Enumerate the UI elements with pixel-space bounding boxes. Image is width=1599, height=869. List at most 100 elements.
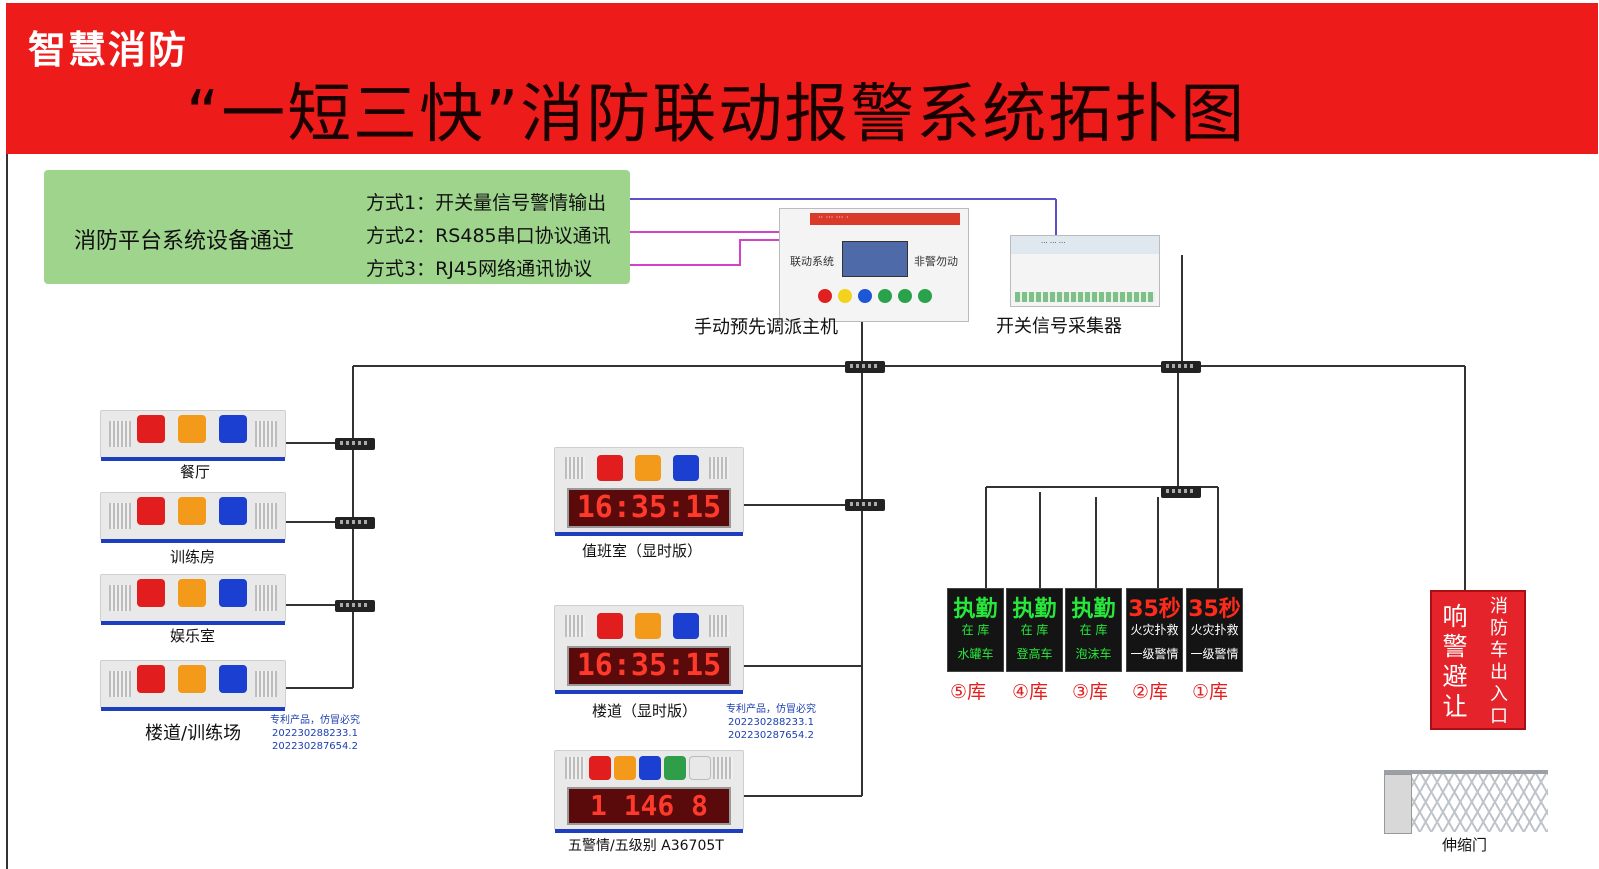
device-base (101, 707, 285, 711)
frame-border (6, 154, 8, 869)
led-big-text: 执勤 (953, 597, 998, 622)
network-switch-icon (845, 361, 885, 373)
room-label: 训练房 (170, 548, 216, 566)
device-base (555, 532, 743, 536)
network-switch-icon (1161, 361, 1201, 373)
green-button (878, 289, 892, 303)
host-screen (842, 241, 908, 277)
patent-notice: 专利产品，仿冒必究 202230288233.1 202230287654.2 (270, 714, 360, 753)
host-left-text: 联动系统 (790, 255, 834, 268)
blue-lamp (219, 665, 247, 693)
garage-led-panel: 35秒 火灾扑救 一级警情 (1126, 588, 1183, 672)
led-mid-text: 火灾扑救 (1190, 623, 1239, 637)
clock-alarm-device: 16:35:15 (554, 447, 744, 536)
green-lamp (664, 756, 686, 780)
host-top-strip: ·· ··· ··· · (810, 213, 960, 225)
white-lamp (689, 756, 711, 780)
led-mid-text: 在 库 (1079, 623, 1108, 637)
patent-text: 专利产品，仿冒必究 (270, 715, 360, 726)
garage-led-panel: 执勤 在 库 登高车 (1006, 588, 1063, 672)
patent-number: 202230288233.1 (728, 717, 814, 728)
orange-lamp (178, 665, 206, 693)
patent-number: 202230287654.2 (728, 730, 814, 741)
red-lamp (137, 579, 165, 607)
sign-right-text: 消防车出入口 (1490, 596, 1508, 727)
device-base (555, 829, 743, 833)
led-low-text: 一级警情 (1190, 647, 1239, 661)
time-display: 16:35:15 (567, 646, 731, 686)
alarm-lamp-device (100, 660, 286, 711)
option-1: 方式1：开关量信号警情输出 (366, 192, 607, 214)
orange-lamp (178, 415, 206, 443)
red-lamp (597, 455, 623, 481)
option-3: 方式3：RJ45网络通讯协议 (366, 258, 593, 280)
five-level-alarm-device: 1 146 8 (554, 750, 744, 833)
led-low-text: 泡沫车 (1075, 647, 1112, 661)
speaker-grill-icon (255, 671, 277, 697)
speaker-grill-icon (109, 585, 131, 611)
clock-label: 五警情/五级别 A36705T (568, 838, 724, 854)
red-button (818, 289, 832, 303)
speaker-grill-icon (565, 757, 585, 779)
orange-lamp (635, 613, 661, 639)
brand-title: 智慧消防 (28, 27, 189, 72)
speaker-grill-icon (109, 503, 131, 529)
led-mid-text: 火灾扑救 (1130, 623, 1179, 637)
page-title: “一短三快”消防联动报警系统拓扑图 (186, 78, 1247, 152)
patent-number: 202230287654.2 (272, 741, 358, 752)
sign-left-text: 响警避让 (1442, 602, 1468, 721)
dispatch-host-device: ·· ··· ··· · 联动系统 非警勿动 (779, 208, 969, 322)
garage-led-panel: 执勤 在 库 泡沫车 (1065, 588, 1122, 672)
patent-text: 专利产品，仿冒必究 (726, 704, 816, 715)
device-base (101, 621, 285, 625)
green-button (918, 289, 932, 303)
red-lamp (589, 756, 611, 780)
alarm-lamp-device (100, 492, 286, 543)
clock-alarm-device: 16:35:15 (554, 605, 744, 694)
red-lamp (137, 415, 165, 443)
orange-lamp (635, 455, 661, 481)
speaker-grill-icon (565, 457, 585, 479)
device-base (101, 539, 285, 543)
led-big-text: 执勤 (1012, 597, 1057, 622)
option-2: 方式2：RS485串口协议通讯 (366, 225, 611, 247)
speaker-grill-icon (709, 615, 729, 637)
collector-label: 开关信号采集器 (996, 316, 1122, 337)
speaker-grill-icon (255, 503, 277, 529)
bay-label: ①库 (1192, 681, 1229, 703)
device-base (555, 690, 743, 694)
speaker-grill-icon (713, 757, 733, 779)
room-label: 娱乐室 (170, 627, 216, 645)
network-switch-icon (335, 517, 375, 529)
clock-label: 楼道（显时版） (592, 702, 698, 720)
red-lamp (597, 613, 623, 639)
led-mid-text: 在 库 (961, 623, 990, 637)
led-low-text: 登高车 (1016, 647, 1053, 661)
speaker-grill-icon (565, 615, 585, 637)
clock-label: 值班室（显时版） (582, 542, 703, 560)
host-label: 手动预先调派主机 (694, 317, 838, 338)
blue-lamp (219, 579, 247, 607)
header-banner: 智慧消防 “一短三快”消防联动报警系统拓扑图 (6, 3, 1598, 154)
blue-lamp (639, 756, 661, 780)
blue-lamp (219, 497, 247, 525)
led-big-text: 35秒 (1188, 597, 1241, 622)
device-base (101, 457, 285, 461)
bay-label: ②库 (1132, 681, 1169, 703)
led-low-text: 水罐车 (957, 647, 994, 661)
network-switch-icon (335, 600, 375, 612)
room-label: 楼道/训练场 (145, 723, 242, 744)
red-lamp (137, 497, 165, 525)
network-switch-icon (845, 499, 885, 511)
fire-truck-exit-sign: 响警避让 消防车出入口 (1430, 590, 1526, 730)
collector-terminals (1015, 292, 1155, 302)
bay-label: ⑤库 (950, 681, 987, 703)
gate-label: 伸缩门 (1442, 836, 1488, 854)
speaker-grill-icon (709, 457, 729, 479)
alarm-display: 1 146 8 (567, 787, 731, 825)
room-label: 餐厅 (180, 463, 211, 481)
led-big-text: 执勤 (1071, 597, 1116, 622)
orange-lamp (178, 497, 206, 525)
signal-collector-device: ··· ··· ··· (1010, 235, 1160, 307)
